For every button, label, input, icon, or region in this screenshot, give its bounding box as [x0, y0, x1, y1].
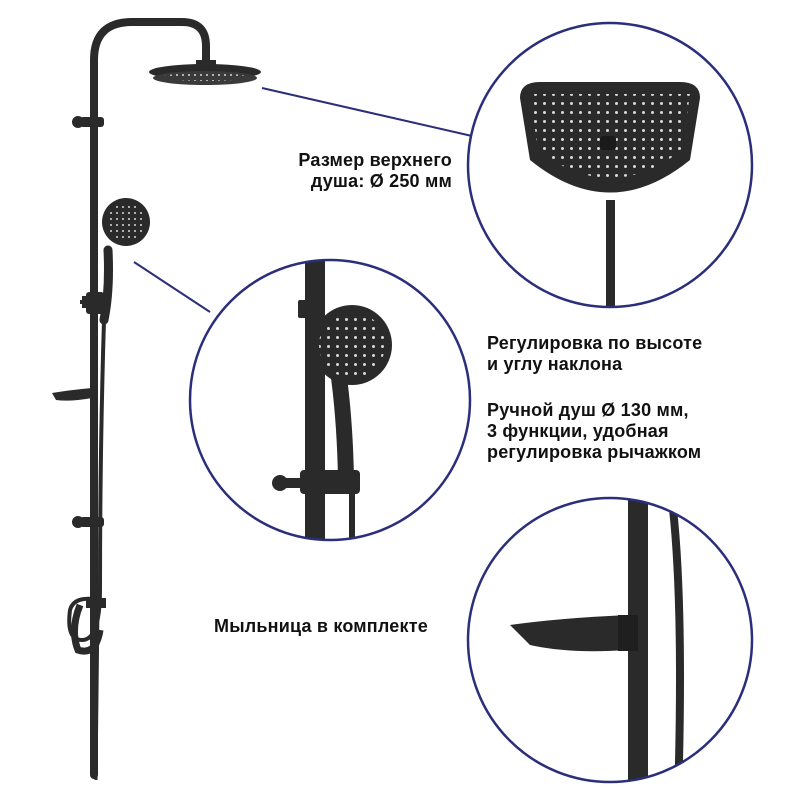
caption-line: и углу наклона — [487, 354, 623, 374]
hand-shower-icon — [99, 198, 150, 325]
caption-height-adjust: Регулировка по высоте и углу наклона — [487, 333, 702, 375]
caption-line: душа: Ø 250 мм — [310, 171, 452, 191]
caption-line: 3 функции, удобная — [487, 421, 669, 441]
soap-dish-icon — [52, 388, 92, 401]
rain-showerhead-icon — [149, 60, 261, 85]
zoom-circle-top — [466, 21, 754, 309]
caption-line: Мыльница в комплекте — [214, 616, 428, 636]
caption-line: Регулировка по высоте — [487, 333, 703, 353]
shower-system-icon — [52, 18, 261, 781]
caption-line: Ручной душ Ø 130 мм, — [487, 400, 689, 420]
caption-top-shower-size: Размер верхнего душа: Ø 250 мм — [298, 150, 452, 192]
caption-hand-shower: Ручной душ Ø 130 мм, 3 функции, удобная … — [487, 400, 701, 463]
caption-soap-dish: Мыльница в комплекте — [214, 616, 428, 637]
zoom-circle-middle — [188, 258, 472, 542]
zoom-circle-bottom — [466, 496, 754, 784]
caption-line: регулировка рычажком — [487, 442, 702, 462]
caption-line: Размер верхнего — [298, 150, 452, 170]
